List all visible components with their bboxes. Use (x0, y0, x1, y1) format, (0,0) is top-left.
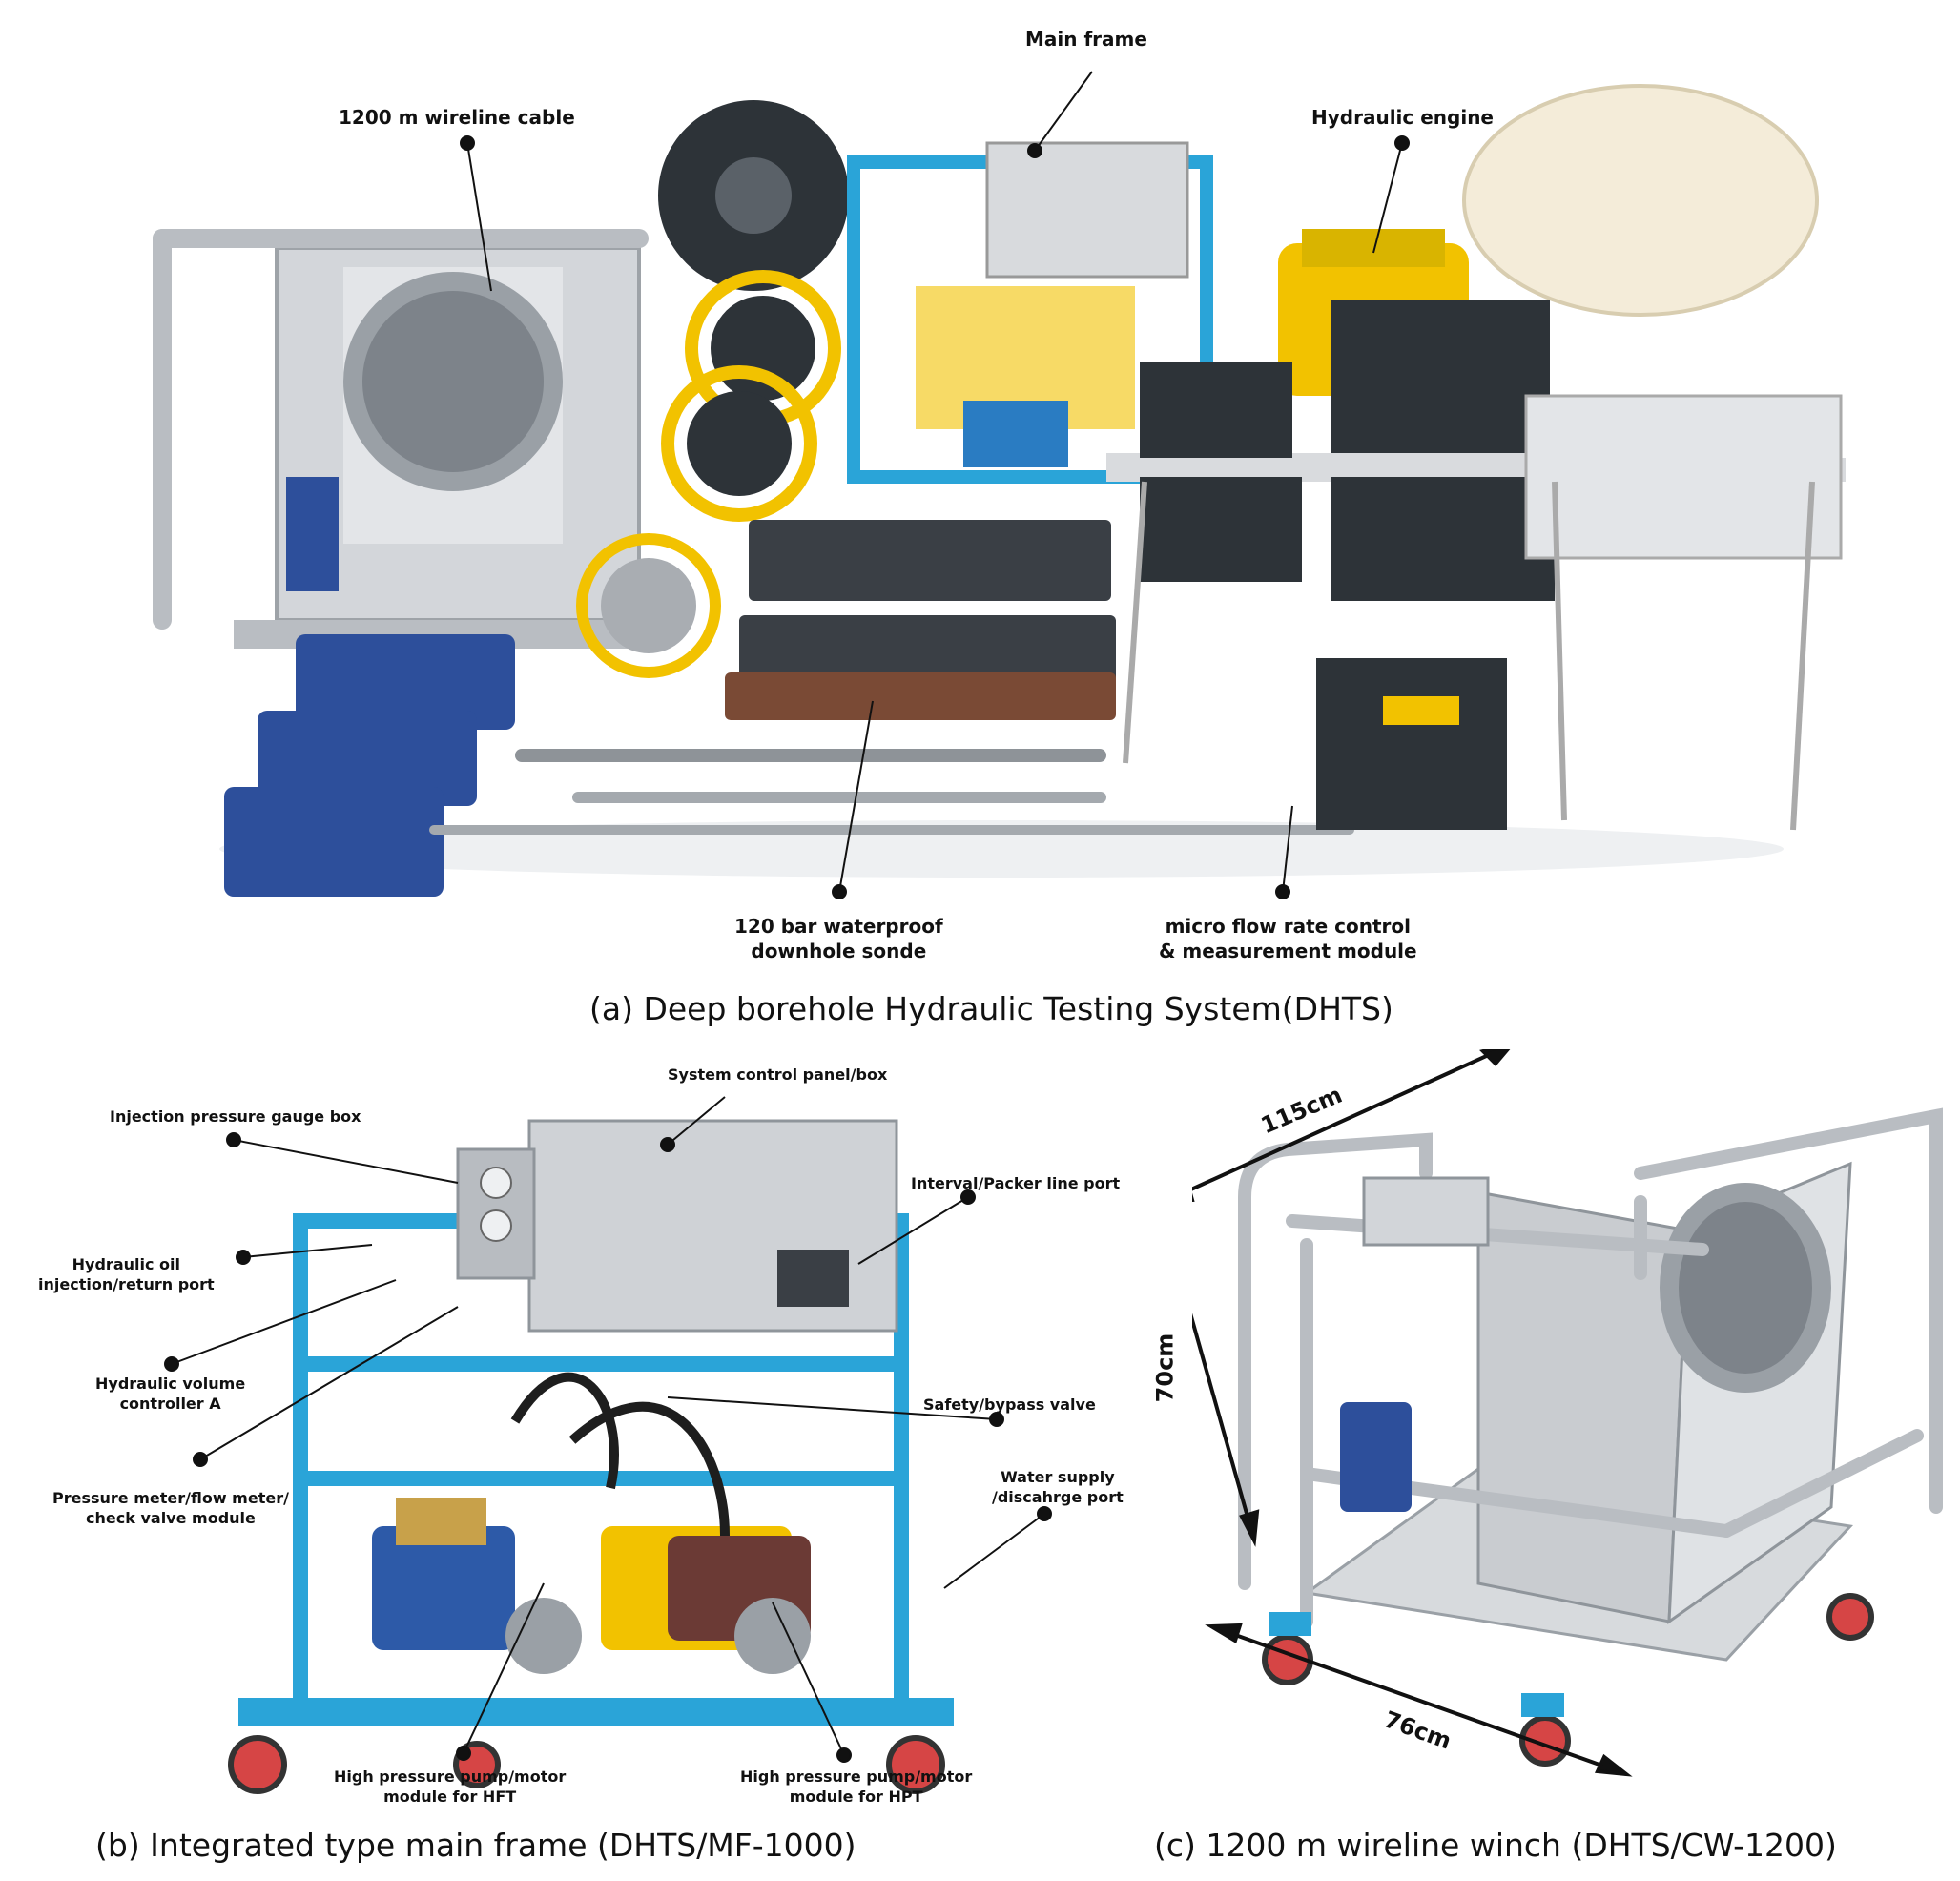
case-small-lid (1140, 362, 1292, 458)
dewalt-box (1316, 658, 1507, 830)
caption-b: (b) Integrated type main frame (DHTS/MF-… (95, 1827, 856, 1864)
callout-water-port: Water supply /discahrge port (992, 1468, 1124, 1506)
callout-main-frame: Main frame (1025, 28, 1147, 51)
yellow-reel-2 (661, 365, 817, 522)
callout-volume-controller: Hydraulic volume controller A (95, 1375, 246, 1413)
callout-interval-port: Interval/Packer line port (911, 1174, 1121, 1192)
dim-height: 70cm (1151, 1333, 1179, 1403)
callout-gauge-box: Injection pressure gauge box (110, 1107, 361, 1126)
toolbox-3 (224, 787, 444, 897)
callout-hydraulic-engine: Hydraulic engine (1311, 106, 1494, 129)
panel-c-photo: 115cm 70cm 76cm (1151, 1049, 1960, 1812)
case-small (1140, 477, 1302, 582)
callout-oil-port: Hydraulic oil injection/return port (38, 1255, 215, 1293)
toolbox-1 (296, 634, 515, 730)
panel-c-illustration (1192, 1049, 1943, 1777)
gearbox (1340, 1402, 1412, 1512)
panel-a-photo: Main frame 1200 m wireline cable Hydraul… (153, 28, 1846, 962)
panel-b-illustration (164, 1096, 1052, 1794)
main-frame-a (847, 141, 1213, 484)
callout-control-panel: System control panel/box (668, 1065, 888, 1084)
panel-a-illustration (153, 71, 1846, 899)
water-tank (1462, 84, 1819, 317)
winch-left (153, 229, 649, 649)
sonde-case-1 (749, 520, 1111, 601)
callout-safety-valve: Safety/bypass valve (923, 1395, 1096, 1414)
panel-b-photo: System control panel/box Injection press… (0, 1040, 1145, 1806)
callout-pump-hpt: High pressure pump/motor module for HPT (740, 1767, 973, 1806)
callout-meter-module: Pressure meter/flow meter/ check valve m… (52, 1489, 289, 1527)
motor-hft (372, 1526, 515, 1650)
yellow-reel-3 (576, 533, 721, 678)
callout-sonde: 120 bar waterproof downhole sonde (734, 915, 943, 962)
callout-pump-hft: High pressure pump/motor module for HFT (334, 1767, 567, 1806)
callout-flow-module: micro flow rate control & measurement mo… (1159, 915, 1417, 962)
caption-a: (a) Deep borehole Hydraulic Testing Syst… (589, 990, 1393, 1027)
caption-c: (c) 1200 m wireline winch (DHTS/CW-1200) (1154, 1827, 1837, 1864)
callout-wireline-cable: 1200 m wireline cable (339, 106, 575, 129)
case-large (1331, 477, 1555, 601)
case-large-lid (1331, 300, 1550, 453)
toolbox-2 (258, 711, 477, 806)
